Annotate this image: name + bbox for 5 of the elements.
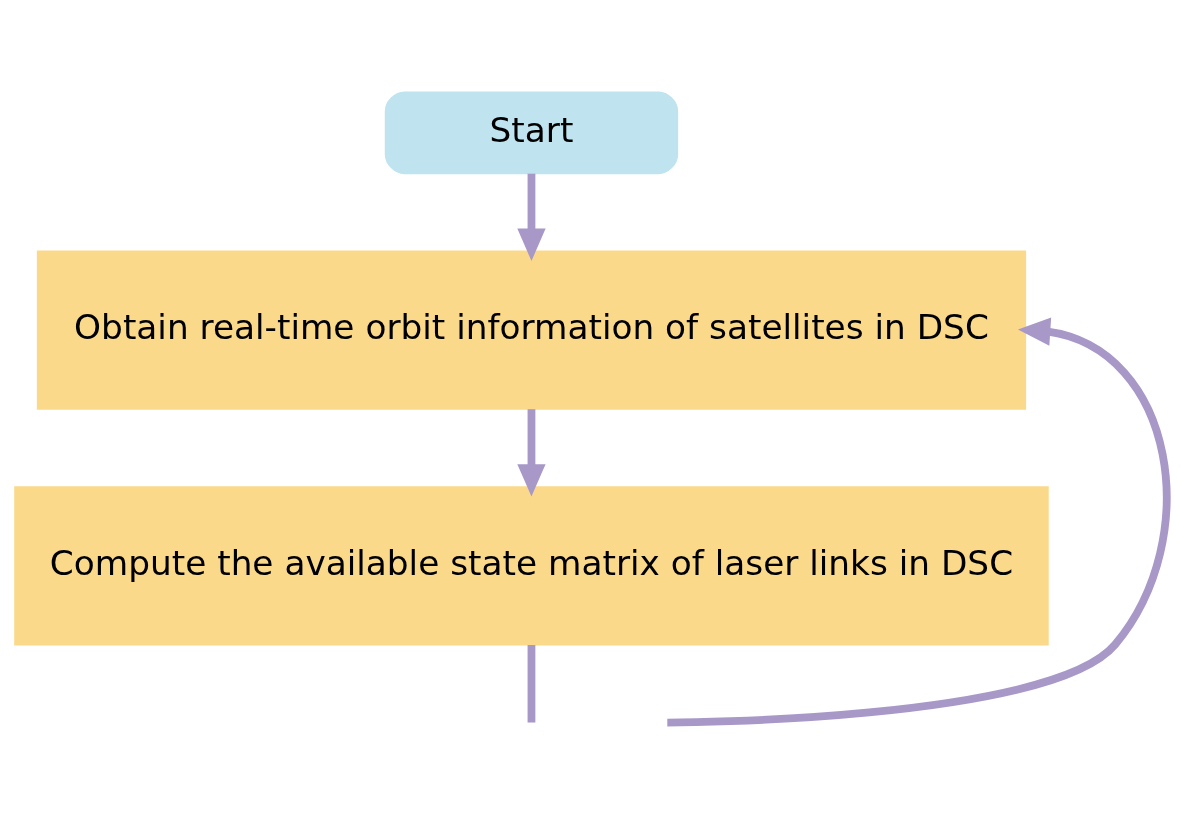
node-box: Obtain real-time orbit information of satellites in DSC xyxy=(36,250,1027,410)
arrow xyxy=(517,409,546,497)
arrow xyxy=(517,173,546,261)
node-box: Compute the available state matrix of laser links in DSC xyxy=(14,486,1049,646)
node-box: Start xyxy=(384,91,679,175)
